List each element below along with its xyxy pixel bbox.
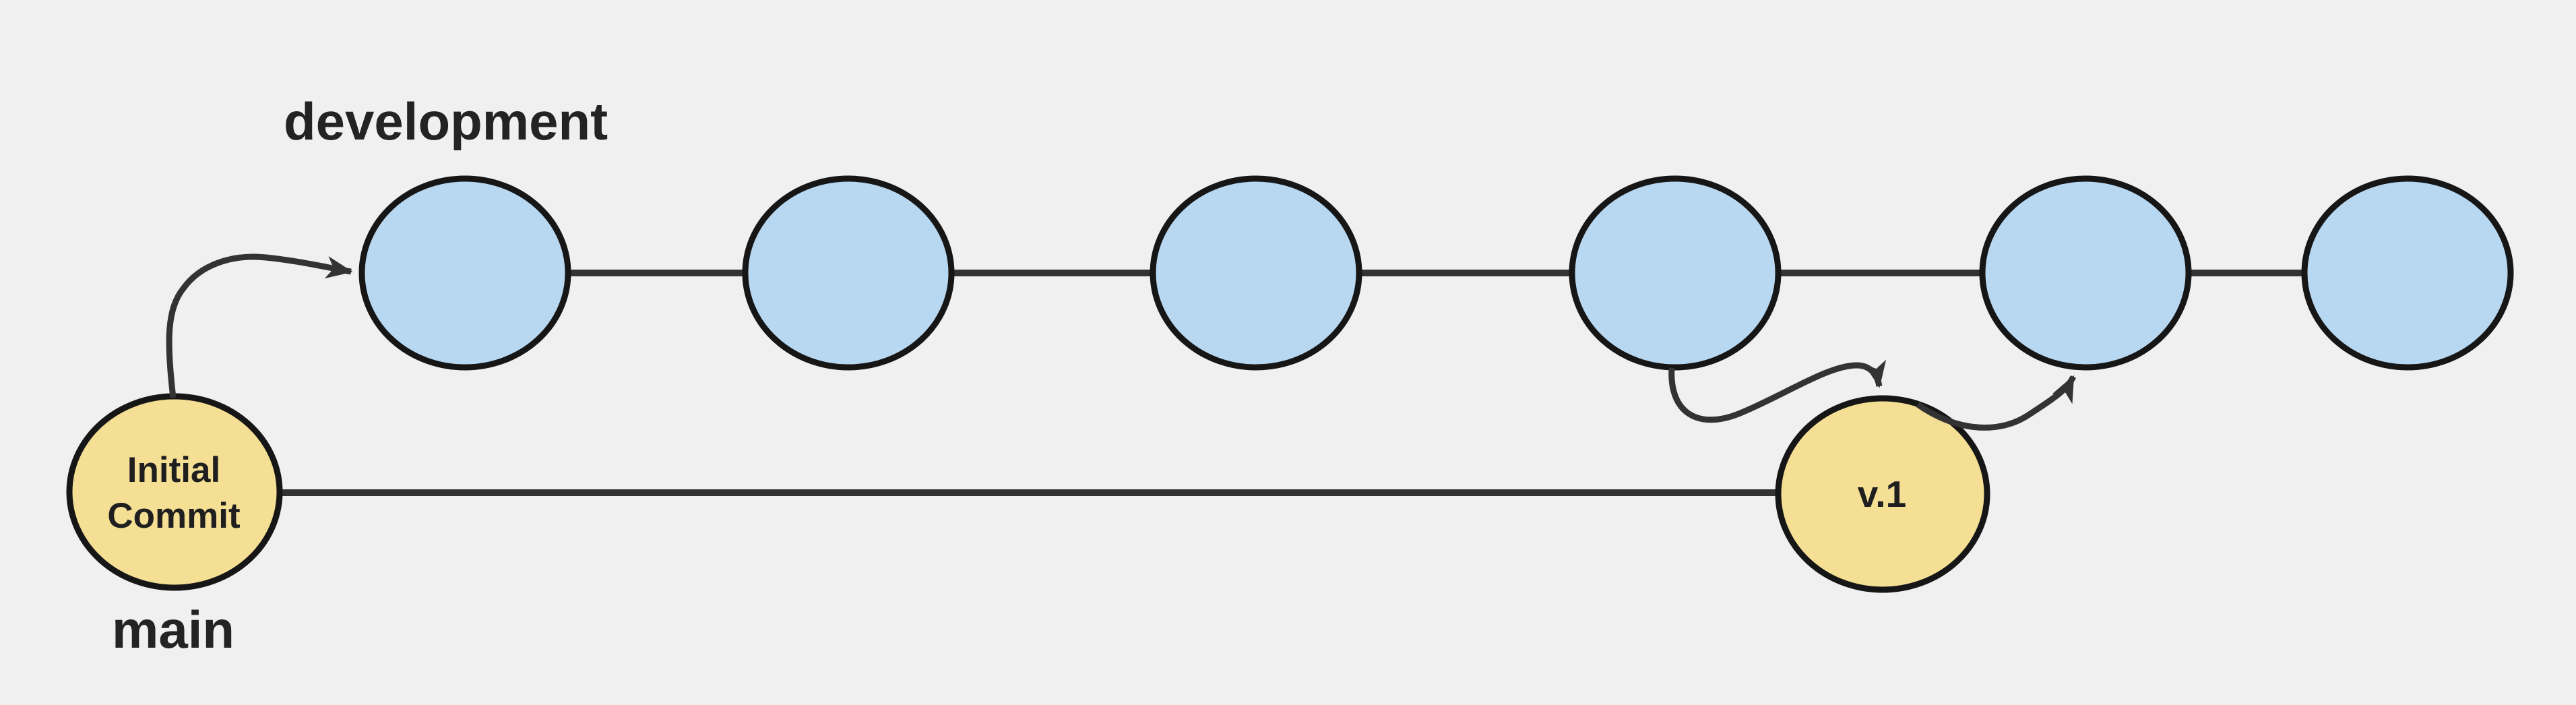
commit-node-initial-commit xyxy=(66,393,283,591)
commit-node-development-3 xyxy=(1150,175,1362,371)
development-branch-label: development xyxy=(284,92,608,151)
merge-arrow-from-v1 xyxy=(1916,375,2077,431)
commit-node-development-5 xyxy=(1979,175,2192,371)
initial-commit-label-line2: Commit xyxy=(107,496,240,536)
commit-node-development-4 xyxy=(1569,175,1782,371)
merge-arrow-to-v1 xyxy=(1668,359,1887,423)
branch-arrow xyxy=(166,253,353,398)
commit-node-v1 xyxy=(1775,395,1990,593)
commit-node-development-1 xyxy=(358,175,571,371)
main-branch-label: main xyxy=(112,600,234,659)
initial-commit-label-line1: Initial xyxy=(127,450,220,490)
commit-node-development-6 xyxy=(2301,175,2514,371)
commit-node-development-2 xyxy=(742,175,955,371)
v1-node-label: v.1 xyxy=(1858,473,1906,515)
